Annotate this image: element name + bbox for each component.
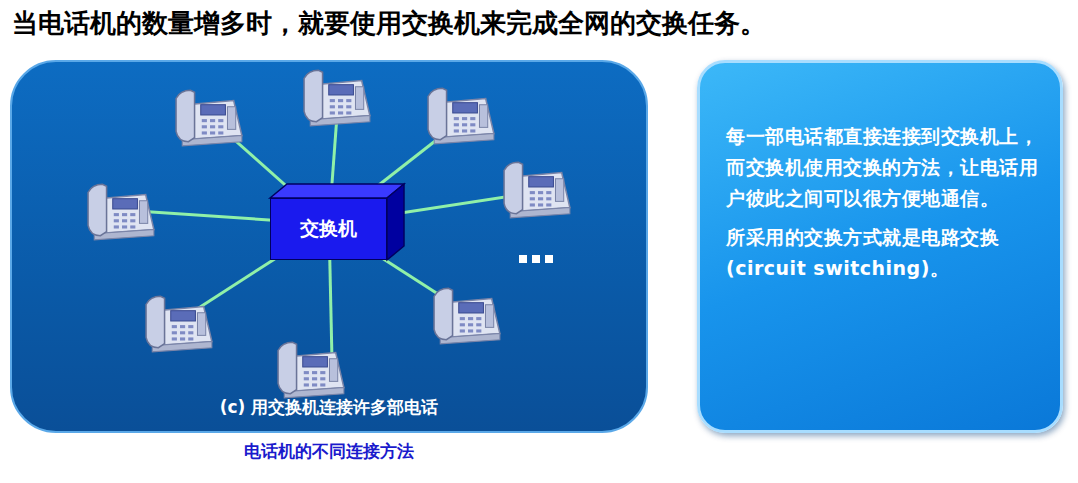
telephone-icons [88, 70, 570, 398]
panel-caption: (c) 用交换机连接许多部电话 [12, 396, 646, 419]
switch-box: 交换机 [270, 198, 387, 260]
switching-type-note: 所采用的交换方式就是电路交换 (circuit switching)。 [726, 222, 1038, 284]
explanation-box: 每一部电话都直接连接到交换机上，而交换机使用交换的方法，让电话用户彼此之间可以很… [697, 60, 1063, 433]
more-dots [519, 255, 553, 263]
page-title: 当电话机的数量增多时，就要使用交换机来完成全网的交换任务。 [12, 6, 766, 41]
explanation-paragraph: 每一部电话都直接连接到交换机上，而交换机使用交换的方法，让电话用户彼此之间可以很… [726, 121, 1038, 214]
figure-caption: 电话机的不同连接方法 [244, 440, 414, 463]
switch-label: 交换机 [300, 216, 357, 242]
network-panel: 交换机 (c) 用交换机连接许多部电话 [10, 60, 648, 433]
switch-3d-faces [270, 184, 404, 260]
